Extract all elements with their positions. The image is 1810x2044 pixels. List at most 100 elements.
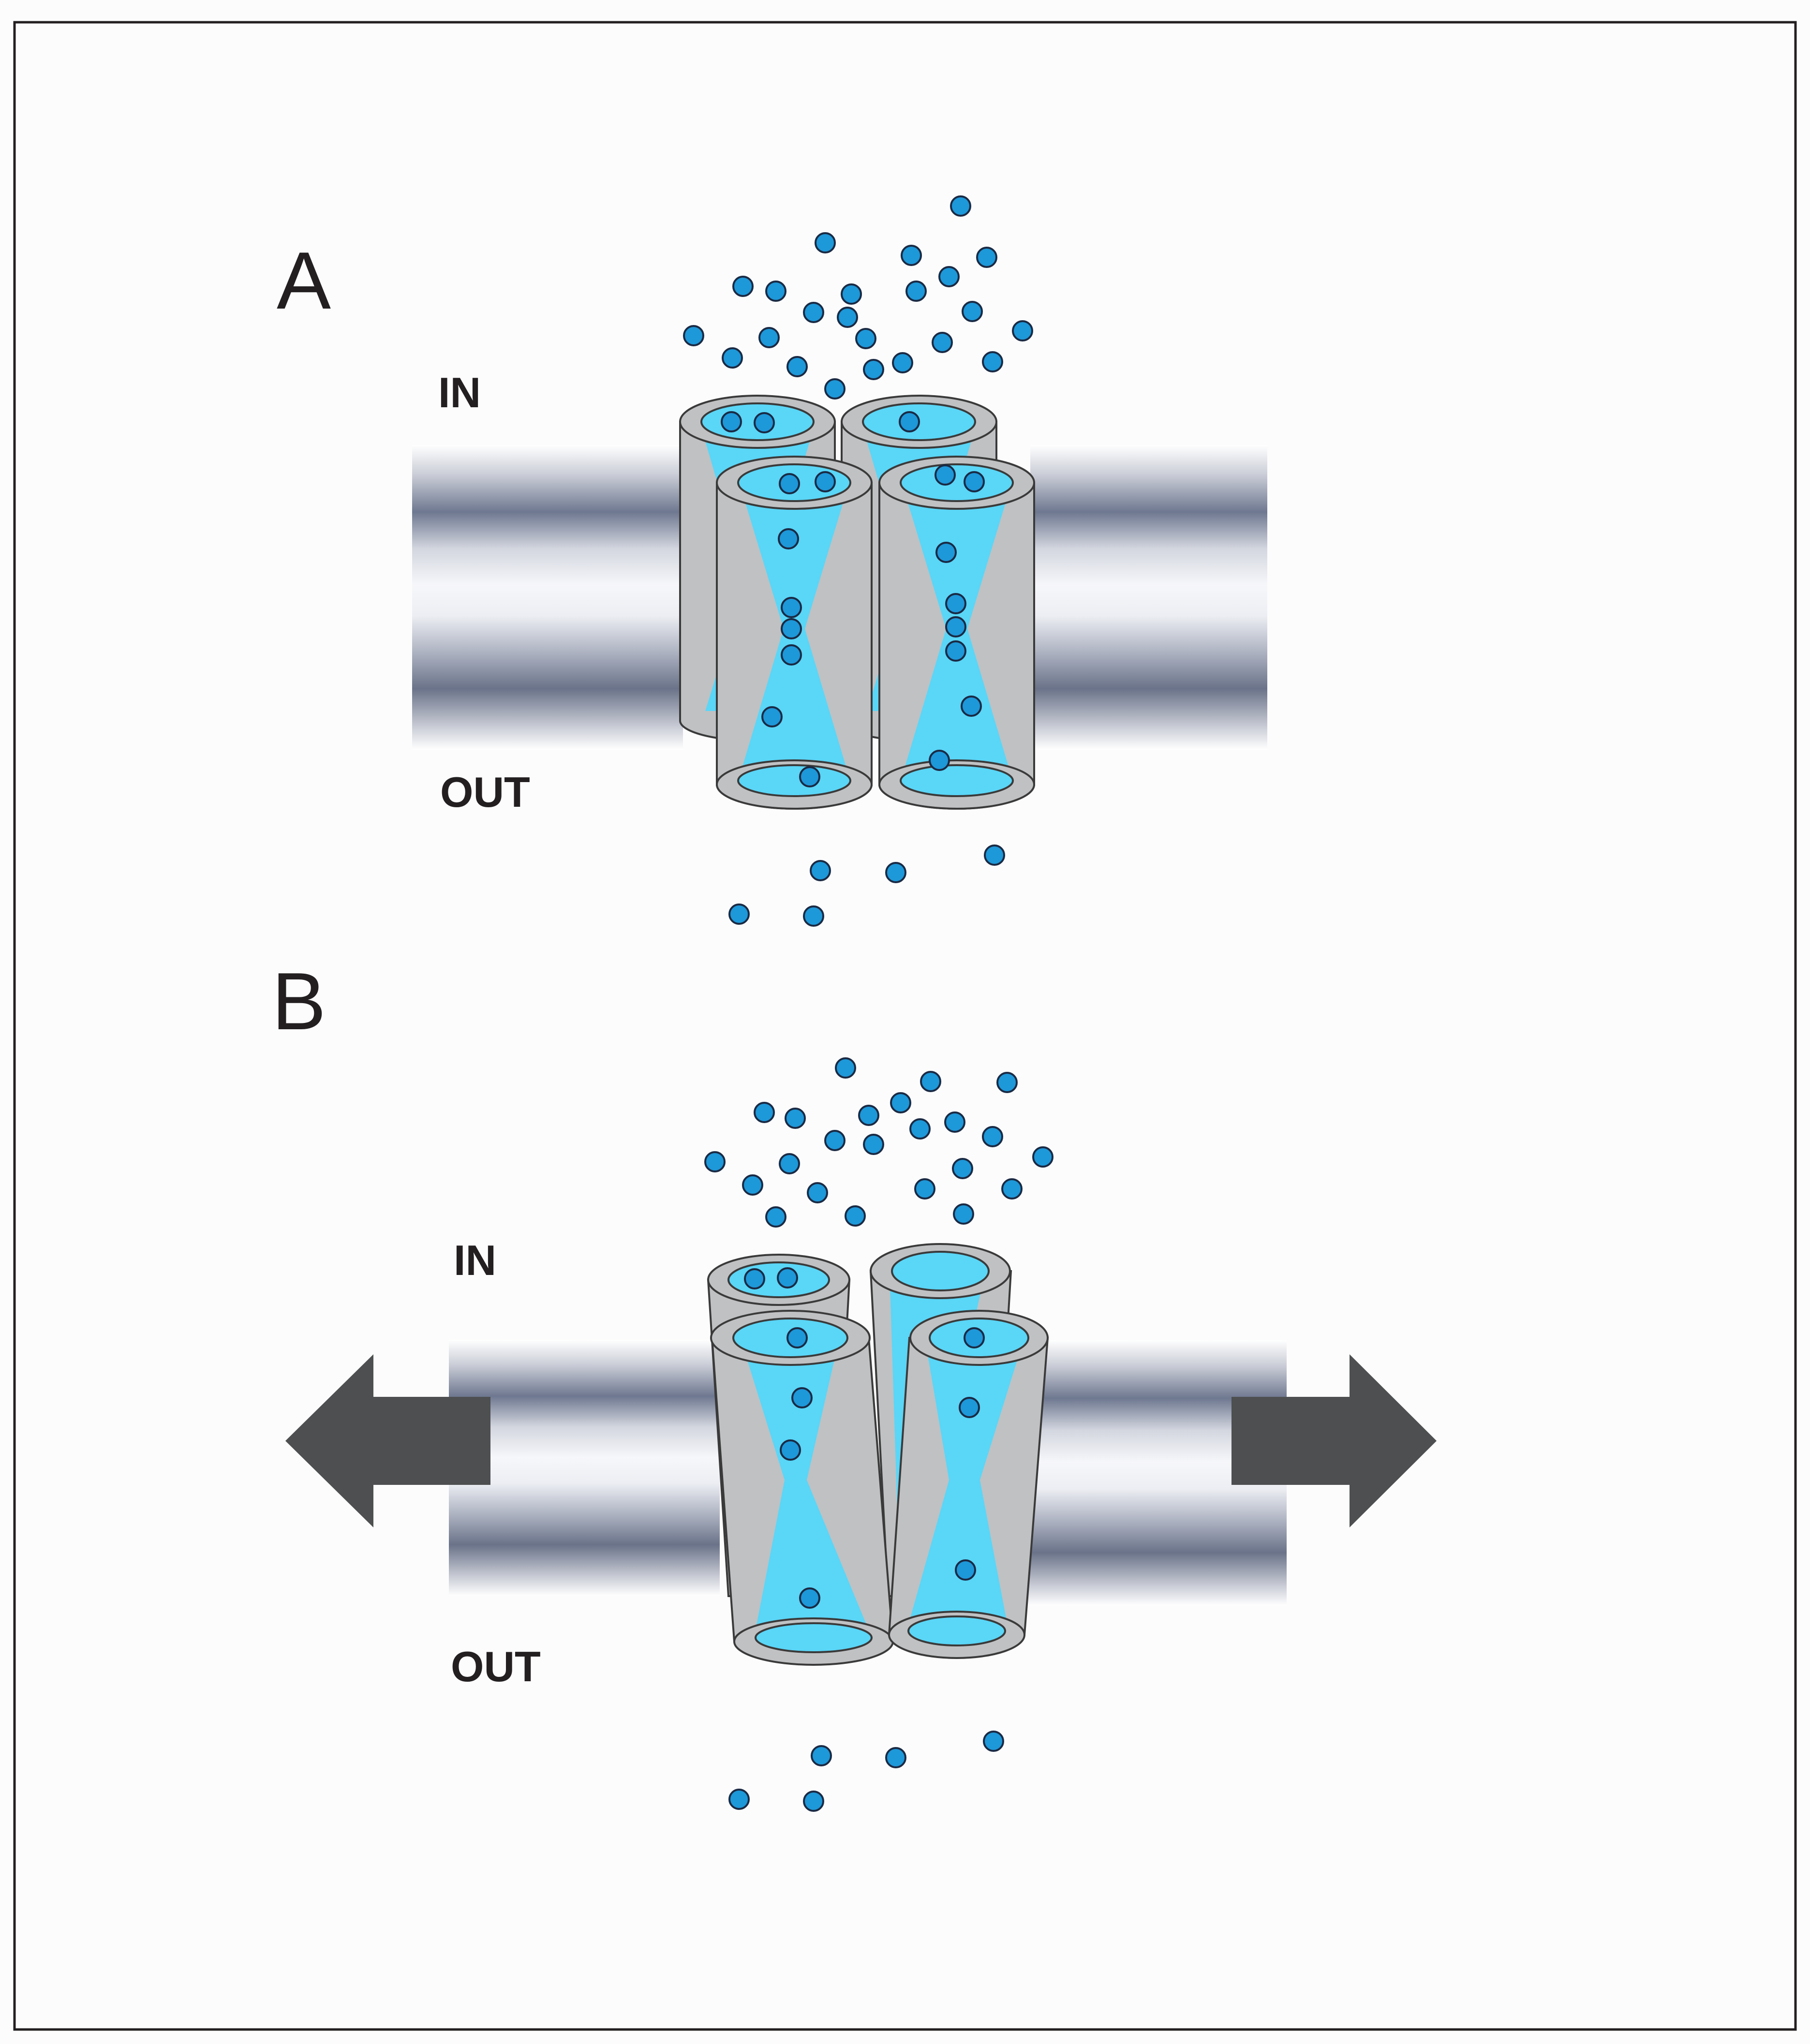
- water-molecule-icon: [950, 195, 971, 217]
- water-molecule-icon: [938, 266, 960, 287]
- water-molecule-icon: [781, 597, 802, 618]
- water-molecule-icon: [803, 1791, 824, 1812]
- in-label: IN: [454, 1236, 496, 1284]
- water-molecule-icon: [837, 307, 858, 328]
- water-molecule-icon: [824, 1130, 846, 1151]
- water-molecule-icon: [961, 696, 982, 717]
- water-molecule-icon: [945, 593, 966, 614]
- water-molecule-icon: [905, 281, 927, 302]
- water-molecule-icon: [935, 464, 956, 486]
- figure-frame: [13, 21, 1797, 2031]
- membrane-right: [1030, 445, 1267, 750]
- out-label: OUT: [451, 1643, 541, 1690]
- water-molecule-icon: [728, 1789, 750, 1810]
- water-molecule-icon: [732, 276, 754, 297]
- water-molecule-icon: [785, 1108, 806, 1129]
- water-molecule-icon: [722, 347, 743, 369]
- water-molecule-icon: [955, 1559, 976, 1581]
- water-molecule-icon: [811, 1745, 832, 1766]
- water-molecule-icon: [976, 247, 997, 268]
- water-molecule-icon: [890, 1092, 911, 1113]
- water-molecule-icon: [799, 766, 820, 787]
- water-molecule-icon: [781, 644, 802, 666]
- water-molecule-icon: [996, 1072, 1018, 1093]
- water-molecule-icon: [983, 1731, 1004, 1752]
- water-molecule-icon: [982, 1126, 1003, 1147]
- panel-a: A IN OUT: [277, 195, 1267, 927]
- water-molecule-icon: [744, 1268, 765, 1289]
- water-molecules-b: [704, 1057, 1053, 1812]
- water-molecule-icon: [885, 1747, 906, 1768]
- water-molecule-icon: [945, 616, 966, 637]
- water-molecule-icon: [962, 301, 983, 322]
- water-molecule-icon: [909, 1118, 931, 1140]
- water-molecule-icon: [845, 1205, 866, 1227]
- water-molecule-icon: [810, 860, 831, 881]
- water-molecule-icon: [779, 473, 800, 494]
- stretch-left-arrow-icon: [285, 1354, 490, 1527]
- water-molecule-icon: [863, 1134, 884, 1155]
- panel-b-label: B: [272, 956, 326, 1047]
- membrane-left: [412, 445, 683, 750]
- water-molecule-icon: [1012, 320, 1033, 341]
- water-molecule-icon: [892, 352, 913, 373]
- water-molecule-icon: [899, 411, 920, 432]
- water-molecule-icon: [786, 356, 808, 377]
- aquaporin-channel-icon: [888, 1310, 1049, 1659]
- water-molecule-icon: [863, 359, 884, 380]
- water-molecule-icon: [815, 471, 836, 492]
- water-molecule-icon: [984, 844, 1005, 866]
- water-molecule-icon: [765, 1206, 786, 1228]
- water-molecule-icon: [953, 1203, 974, 1225]
- water-molecule-icon: [761, 706, 783, 727]
- water-molecule-icon: [935, 542, 957, 563]
- water-molecule-icon: [858, 1105, 879, 1126]
- water-molecule-icon: [885, 862, 906, 883]
- water-molecule-icon: [824, 378, 846, 400]
- water-molecule-icon: [914, 1178, 935, 1200]
- water-molecule-icon: [754, 1102, 775, 1123]
- membrane-left: [449, 1340, 720, 1596]
- panel-b: B IN OUT: [272, 956, 1437, 1812]
- water-molecule-icon: [959, 1397, 980, 1418]
- water-molecule-icon: [982, 351, 1003, 372]
- water-molecule-icon: [777, 1267, 798, 1289]
- water-molecule-icon: [721, 411, 742, 432]
- water-molecule-icon: [803, 905, 824, 927]
- aquaporin-channel-icon: [710, 1310, 894, 1666]
- water-molecule-icon: [779, 1153, 800, 1174]
- water-molecule-icon: [786, 1327, 808, 1348]
- panel-a-label: A: [277, 235, 331, 326]
- water-molecule-icon: [964, 471, 985, 492]
- water-molecule-icon: [781, 618, 802, 639]
- water-molecule-icon: [728, 904, 750, 925]
- water-molecule-icon: [791, 1387, 813, 1408]
- water-molecule-icon: [901, 245, 922, 266]
- water-molecule-icon: [780, 1439, 801, 1461]
- water-molecule-icon: [803, 302, 824, 323]
- stretch-right-arrow-icon: [1231, 1354, 1437, 1527]
- water-molecule-icon: [807, 1182, 828, 1203]
- water-molecule-icon: [944, 1111, 965, 1133]
- water-molecule-icon: [758, 327, 780, 348]
- water-molecules-a: [683, 195, 1033, 927]
- water-molecule-icon: [742, 1174, 763, 1196]
- water-molecule-icon: [799, 1587, 820, 1609]
- water-molecule-icon: [835, 1057, 856, 1079]
- water-molecule-icon: [765, 281, 786, 302]
- water-molecule-icon: [932, 332, 953, 353]
- out-label: OUT: [440, 768, 530, 816]
- water-molecule-icon: [952, 1158, 973, 1179]
- water-molecule-icon: [704, 1151, 726, 1172]
- water-molecule-icon: [754, 412, 775, 433]
- water-molecule-icon: [778, 528, 799, 549]
- water-molecule-icon: [945, 640, 966, 662]
- water-molecule-icon: [683, 325, 704, 346]
- water-molecule-icon: [841, 283, 862, 305]
- water-molecule-icon: [815, 232, 836, 253]
- water-molecule-icon: [964, 1327, 985, 1348]
- water-molecule-icon: [1032, 1146, 1053, 1168]
- water-molecule-icon: [1001, 1178, 1023, 1200]
